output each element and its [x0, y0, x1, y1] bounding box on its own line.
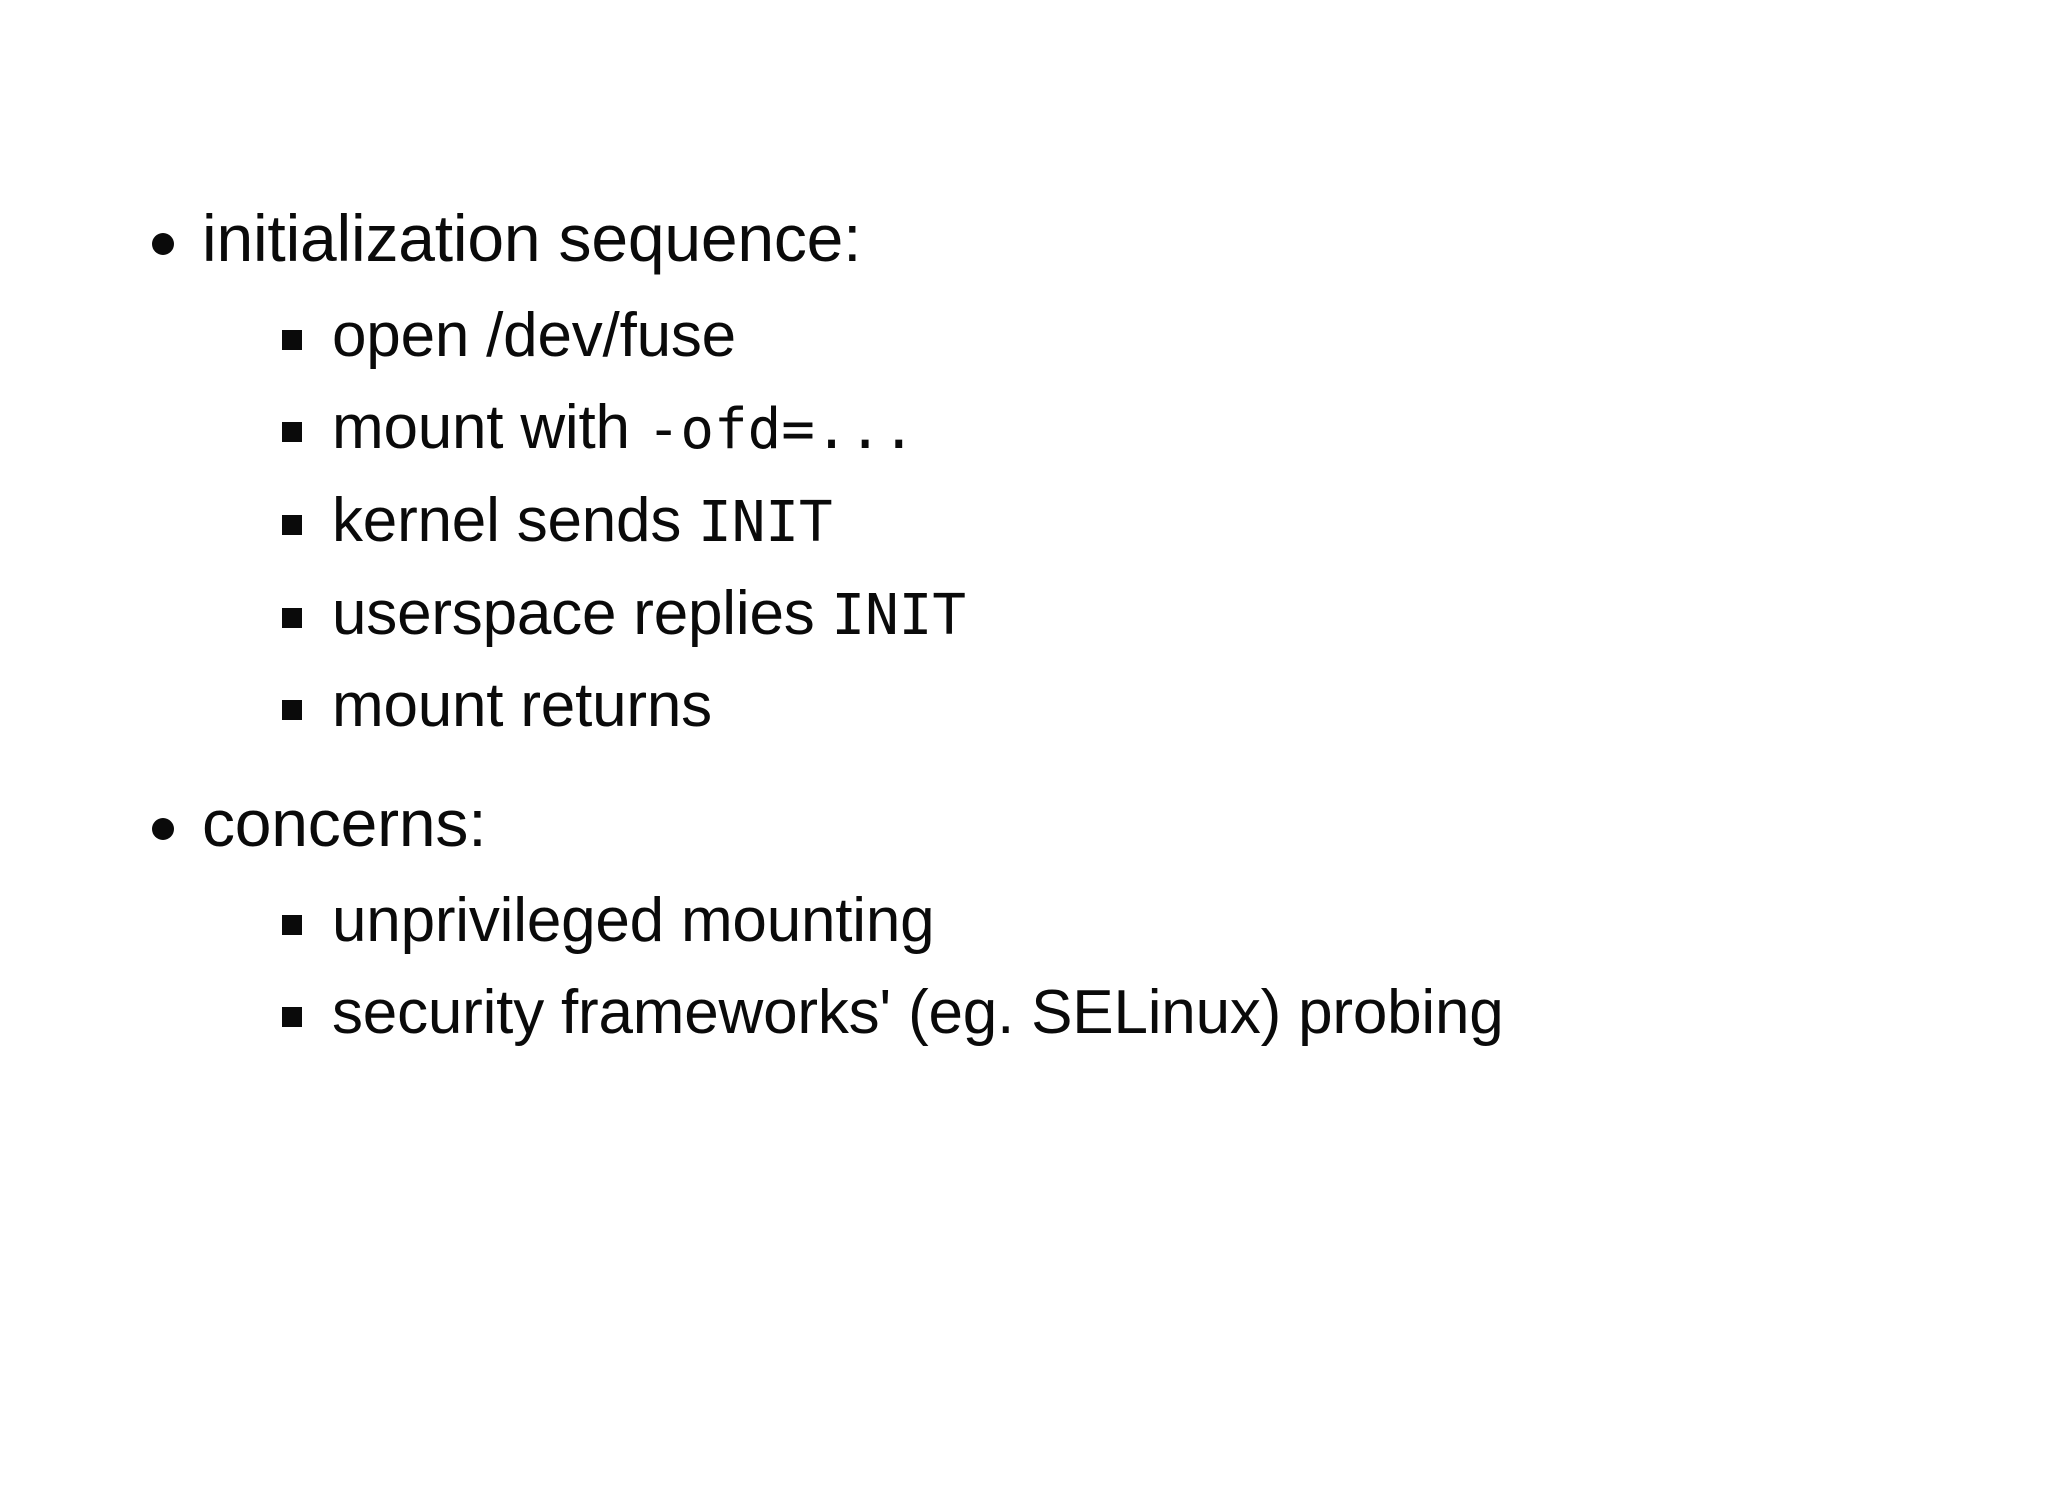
- list-item: mount with -ofd=...: [0, 388, 2048, 469]
- list-item-label: unprivileged mounting: [332, 885, 935, 955]
- list-item-label: kernel sends INIT: [332, 481, 833, 562]
- code-token: INIT: [698, 489, 833, 555]
- list-item-text: kernel sends: [332, 485, 699, 555]
- list-item-text: userspace replies: [332, 578, 832, 648]
- list-item-label: mount returns: [332, 671, 712, 741]
- code-token: INIT: [831, 582, 966, 648]
- list-item: mount returns: [0, 666, 2048, 747]
- list-item-label: mount with -ofd=...: [332, 388, 916, 469]
- bullet-list: initialization sequence: open /dev/fuse …: [0, 196, 2048, 1054]
- list-item: security frameworks' (eg. SELinux) probi…: [0, 973, 2048, 1054]
- list-item: concerns:: [0, 781, 2048, 867]
- list-item: userspace replies INIT: [0, 574, 2048, 655]
- list-item-label: open /dev/fuse: [332, 300, 736, 370]
- list-item: open /dev/fuse: [0, 296, 2048, 377]
- list-item-label: initialization sequence:: [202, 201, 862, 275]
- list-item: initialization sequence:: [0, 196, 2048, 282]
- list-item: unprivileged mounting: [0, 881, 2048, 962]
- list-item: kernel sends INIT: [0, 481, 2048, 562]
- list-item-label: concerns:: [202, 785, 487, 860]
- list-item-label: security frameworks' (eg. SELinux) probi…: [332, 978, 1504, 1048]
- code-token: -ofd=...: [646, 397, 916, 463]
- list-item-label: userspace replies INIT: [332, 574, 966, 655]
- list-item-text: mount with: [332, 393, 647, 463]
